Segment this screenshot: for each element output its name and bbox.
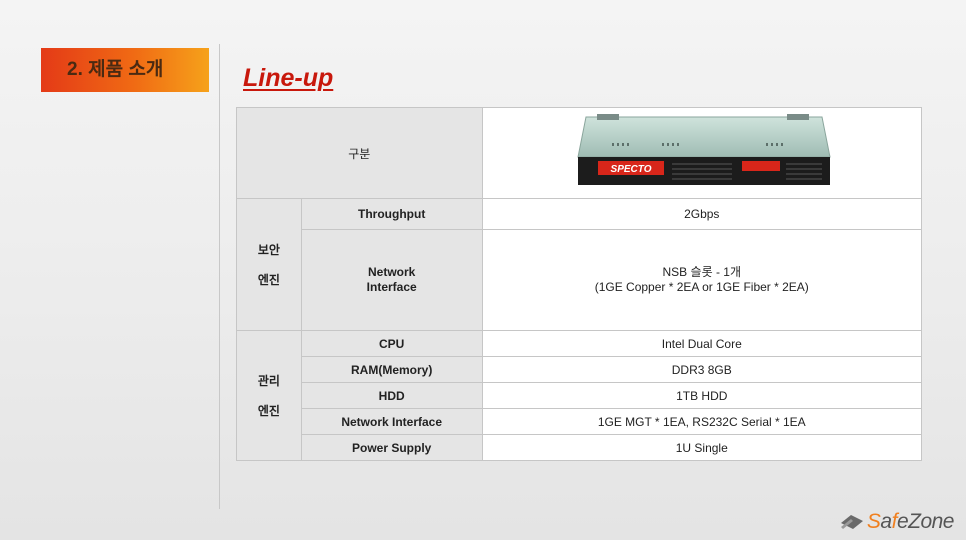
spec-label: RAM(Memory) — [300, 356, 483, 383]
spec-value: 2Gbps — [481, 198, 923, 230]
product-image: SPECTO — [577, 113, 831, 185]
page-title: Line-up — [243, 64, 334, 92]
spec-label: Throughput — [300, 198, 483, 230]
spec-value: NSB 슬롯 - 1개 (1GE Copper * 2EA or 1GE Fib… — [481, 229, 923, 331]
safezone-mark-icon — [840, 515, 863, 529]
spec-label: Network Interface — [300, 408, 483, 435]
category-security-engine: 보안 엔진 — [236, 198, 302, 331]
spec-value: 1U Single — [481, 434, 923, 461]
spec-label: CPU — [300, 330, 483, 357]
spec-value: Intel Dual Core — [481, 330, 923, 357]
category-management-engine: 관리 엔진 — [236, 330, 302, 461]
section-badge: 2. 제품 소개 — [41, 48, 209, 92]
lineup-table: 구분 — [236, 107, 923, 461]
divider-line — [219, 44, 220, 509]
spec-label: Power Supply — [300, 434, 483, 461]
spec-label: HDD — [300, 382, 483, 409]
spec-value: DDR3 8GB — [481, 356, 923, 383]
logo-text: SafeZone — [866, 510, 955, 533]
spec-value: 1TB HDD — [481, 382, 923, 409]
spec-value: 1GE MGT * 1EA, RS232C Serial * 1EA — [481, 408, 923, 435]
product-brand: SPECTO — [610, 164, 651, 175]
corner-label: 구분 — [348, 146, 371, 161]
product-image-cell: SPECTO — [481, 107, 923, 199]
spec-label: Network Interface — [300, 229, 483, 331]
safezone-logo: SafeZone — [839, 510, 954, 534]
corner-label-cell: 구분 — [236, 107, 483, 199]
